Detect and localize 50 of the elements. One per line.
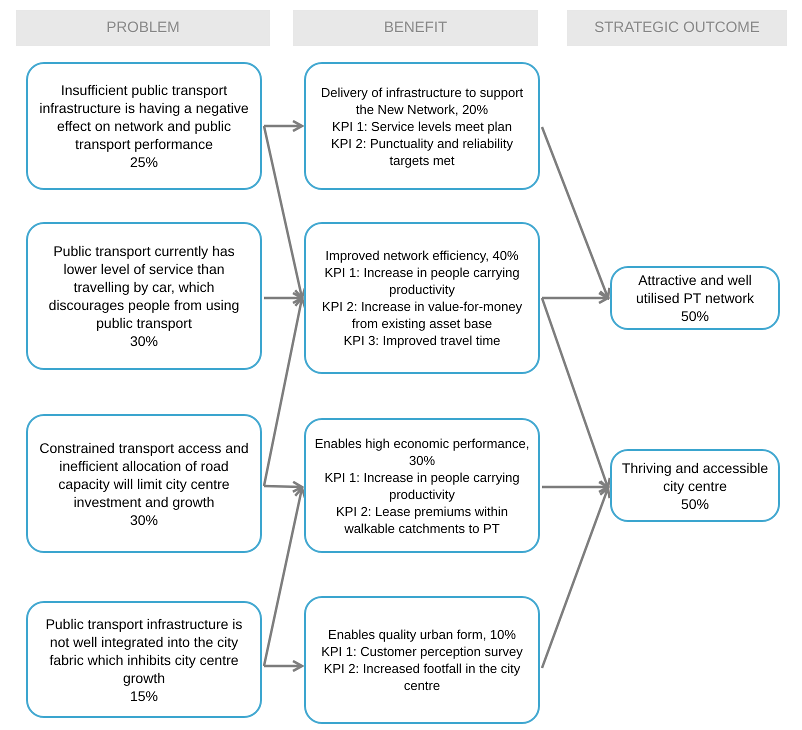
box-text: KPI 2: Increase in value-for-money from existing asset base (320, 298, 524, 332)
arrow (540, 126, 611, 300)
arrow (264, 292, 304, 304)
rounded-box (610, 449, 780, 522)
rounded-box (304, 596, 540, 724)
rounded-box (26, 601, 262, 718)
rounded-box (304, 62, 540, 190)
header-text: PROBLEM (106, 18, 180, 38)
box-text: Delivery of infrastructure to support the New Network, 20% (320, 84, 524, 118)
box-text: KPI 2: Lease premiums within walkable catchments to PT (335, 502, 509, 536)
box-text: KPI 3: Improved travel time (344, 332, 500, 349)
box-text: Enables high economic performance, 30% (314, 434, 530, 468)
box-text: KPI 2: Increased footfall in the city centre (322, 660, 522, 694)
arrow (264, 660, 304, 672)
box-text: Thriving and accessible city centre (620, 458, 770, 494)
box-text: Enables quality urban form, 10% (328, 626, 516, 643)
box-text: KPI 1: Increase in people carrying productivity (323, 468, 521, 502)
header-text: STRATEGIC OUTCOME (594, 18, 760, 38)
arrow (262, 296, 306, 486)
box-text: 50% (680, 494, 710, 512)
rounded-box (304, 418, 540, 553)
arrow (262, 126, 306, 300)
box-text: 30% (130, 510, 158, 528)
arrow (264, 120, 304, 132)
box-text: KPI 2: Punctuality and reliability targets met (330, 134, 514, 168)
arrow (540, 298, 612, 490)
box-text: 30% (130, 332, 158, 350)
box-text: KPI 1: Increase in people carrying productivity (323, 264, 521, 298)
arrow (540, 486, 611, 668)
box-text: Public transport currently has lower level of service than travelling by car, which discourages people from using public transport (48, 242, 240, 332)
box-text: KPI 1: Customer perception survey (321, 643, 523, 660)
box-text: 25% (130, 153, 158, 171)
arrow (542, 480, 610, 494)
rounded-box (610, 266, 780, 330)
rounded-box (26, 414, 262, 553)
rounded-box (26, 222, 262, 370)
box-text: Constrained transport access and inefficient allocation of road capacity will limit city centre investment and growth (38, 438, 250, 510)
box-text: Public transport infrastructure is not well integrated into the city fabric which inhibits city centre growth (44, 614, 244, 686)
box-text: Attractive and well utilised PT network (634, 271, 755, 307)
arrow (264, 480, 304, 493)
arrow (542, 292, 610, 304)
rounded-box (26, 62, 262, 190)
box-text: Insufficient public transport infrastructure is having a negative effect on network and public transport performance (38, 81, 250, 153)
box-text: 50% (680, 307, 710, 325)
box-text: 15% (130, 686, 158, 704)
header-text: BENEFIT (384, 18, 448, 38)
box-text: KPI 1: Service levels meet plan (332, 118, 512, 134)
rounded-box (304, 222, 540, 374)
box-text: Improved network efficiency, 40% (325, 247, 519, 264)
arrow (262, 486, 306, 666)
